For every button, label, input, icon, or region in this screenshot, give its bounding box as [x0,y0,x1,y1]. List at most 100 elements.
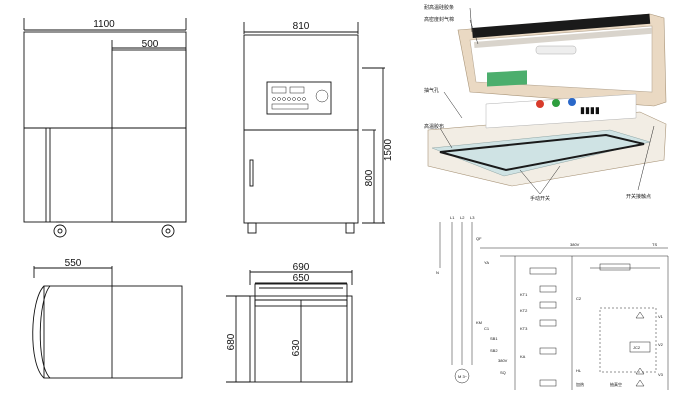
electrical-schematic: L1 L2 L3 N QF KM M 3~ 380V TS YA KT1 KT2… [436,215,669,390]
control-key-row [271,103,309,110]
photo-green-panel [487,70,527,87]
label-sponge: 高密度封气棉 [424,16,454,23]
front-wheel-right [161,224,175,238]
label-contact-point: 开关接触点 [626,193,651,200]
control-button-2 [277,97,281,101]
control-button-7 [302,97,306,101]
leader-upper-left [469,19,479,45]
top-view: 550 [32,258,183,379]
sch-relay-2 [539,285,557,293]
leader-bottom-center-b [539,165,561,195]
sch-qf: QF [476,236,482,241]
sch-sb1: SB1 [490,336,498,341]
control-display-2 [289,86,305,94]
sch-sb2: SB2 [490,348,498,353]
sch-sq: SQ [500,370,506,375]
side-view: 810 1500 800 [243,21,394,234]
sch-vacuum: 抽真空 [610,381,622,387]
control-button-5 [292,97,296,101]
sch-l2: L2 [460,215,465,220]
photo-red-button [536,100,544,108]
control-display-1 [271,86,287,94]
sch-km: KM [476,320,482,325]
photo-sponge-strip [474,27,652,48]
sch-relay-4 [539,319,557,327]
front-view: 1100 500 [23,18,187,238]
leader-lower-left [439,127,453,149]
sch-kt1: KT1 [520,292,528,297]
leader-top-left [469,7,473,33]
sch-n: N [436,270,439,275]
photo-green-button [552,99,560,107]
control-panel [266,81,332,115]
front-wheel-left [53,224,67,238]
label-tape: 高温胶布 [424,123,444,130]
side-body-outline [243,34,359,224]
chamber-outer-width-label: 690 [293,262,310,273]
leader-bottom-center-a [519,169,541,195]
sch-ya: YA [484,260,489,265]
leader-middle-left [443,91,463,119]
sch-c1: C1 [484,326,490,331]
photo-lid-handle [535,45,577,55]
chamber-inner-width-label: 650 [293,273,310,284]
control-button-4 [287,97,291,101]
sch-jc2-label: JC2 [633,345,641,350]
side-foot-right [345,222,355,234]
sch-ts: TS [652,242,657,247]
side-height-label: 1500 [383,138,394,161]
side-lower-height-label: 800 [364,169,375,186]
sch-hl: HL [576,368,582,373]
label-silicone-strip: 耐高温硅胶条 [424,4,454,11]
sch-heater-box [599,263,631,271]
sch-diode-2 [635,367,645,375]
top-curved-end-inner [39,285,51,379]
sch-relay-6 [539,379,557,387]
sch-v1: V1 [658,314,664,319]
label-vent-hole: 抽气孔 [424,87,439,94]
sch-l1: L1 [450,215,455,220]
front-width-label: 1100 [93,19,115,30]
sch-motor-label: M 3~ [458,374,468,379]
sch-relay-1 [529,267,557,275]
side-foot-left [247,222,257,234]
side-width-label: 810 [293,21,310,32]
side-door-handle [249,159,254,187]
control-button-6 [297,97,301,101]
sch-kt3: KT3 [520,326,528,331]
sch-heat: 加热 [576,381,584,387]
sch-control-module [599,307,657,373]
sch-v3: V3 [658,372,664,377]
front-upper-box [111,49,187,223]
sch-diode-3 [635,379,645,387]
control-button-1 [272,97,276,101]
photo-gasket-loop [439,133,645,172]
sch-ka: KA [520,354,526,359]
front-wheel-left-hub [57,228,63,234]
sch-380v-mid: 380V [498,358,508,363]
sch-l3: L3 [470,215,475,220]
sch-relay-5 [539,347,557,355]
sch-jc2 [629,341,651,353]
sch-motor [454,368,470,384]
top-body-outline [43,285,183,379]
sch-kt2: KT2 [520,308,528,313]
leader-bottom-right [637,125,655,191]
photo-brand-lettering: ▮▮▮▮ [580,105,600,115]
top-width-label: 550 [65,258,82,269]
sch-relay-3 [539,301,557,309]
sch-380v-top: 380V [570,242,580,247]
label-manual-switch: 手动开关 [530,195,550,202]
photo-blue-button [568,98,576,106]
control-button-3 [282,97,286,101]
sch-v2: V2 [658,342,664,347]
sch-c2: C2 [576,296,582,301]
front-body-outline [23,31,187,223]
photo-silicone-strip [472,13,651,38]
product-photo: ▮▮▮▮ 耐高温硅胶条 高密度封气棉 抽气孔 高温胶布 手动开关 开关接触点 [424,4,667,202]
front-wheel-right-hub [165,228,171,234]
chamber-outer-depth-label: 680 [226,333,237,350]
top-curved-end [32,285,45,379]
photo-control-strip [485,93,637,129]
